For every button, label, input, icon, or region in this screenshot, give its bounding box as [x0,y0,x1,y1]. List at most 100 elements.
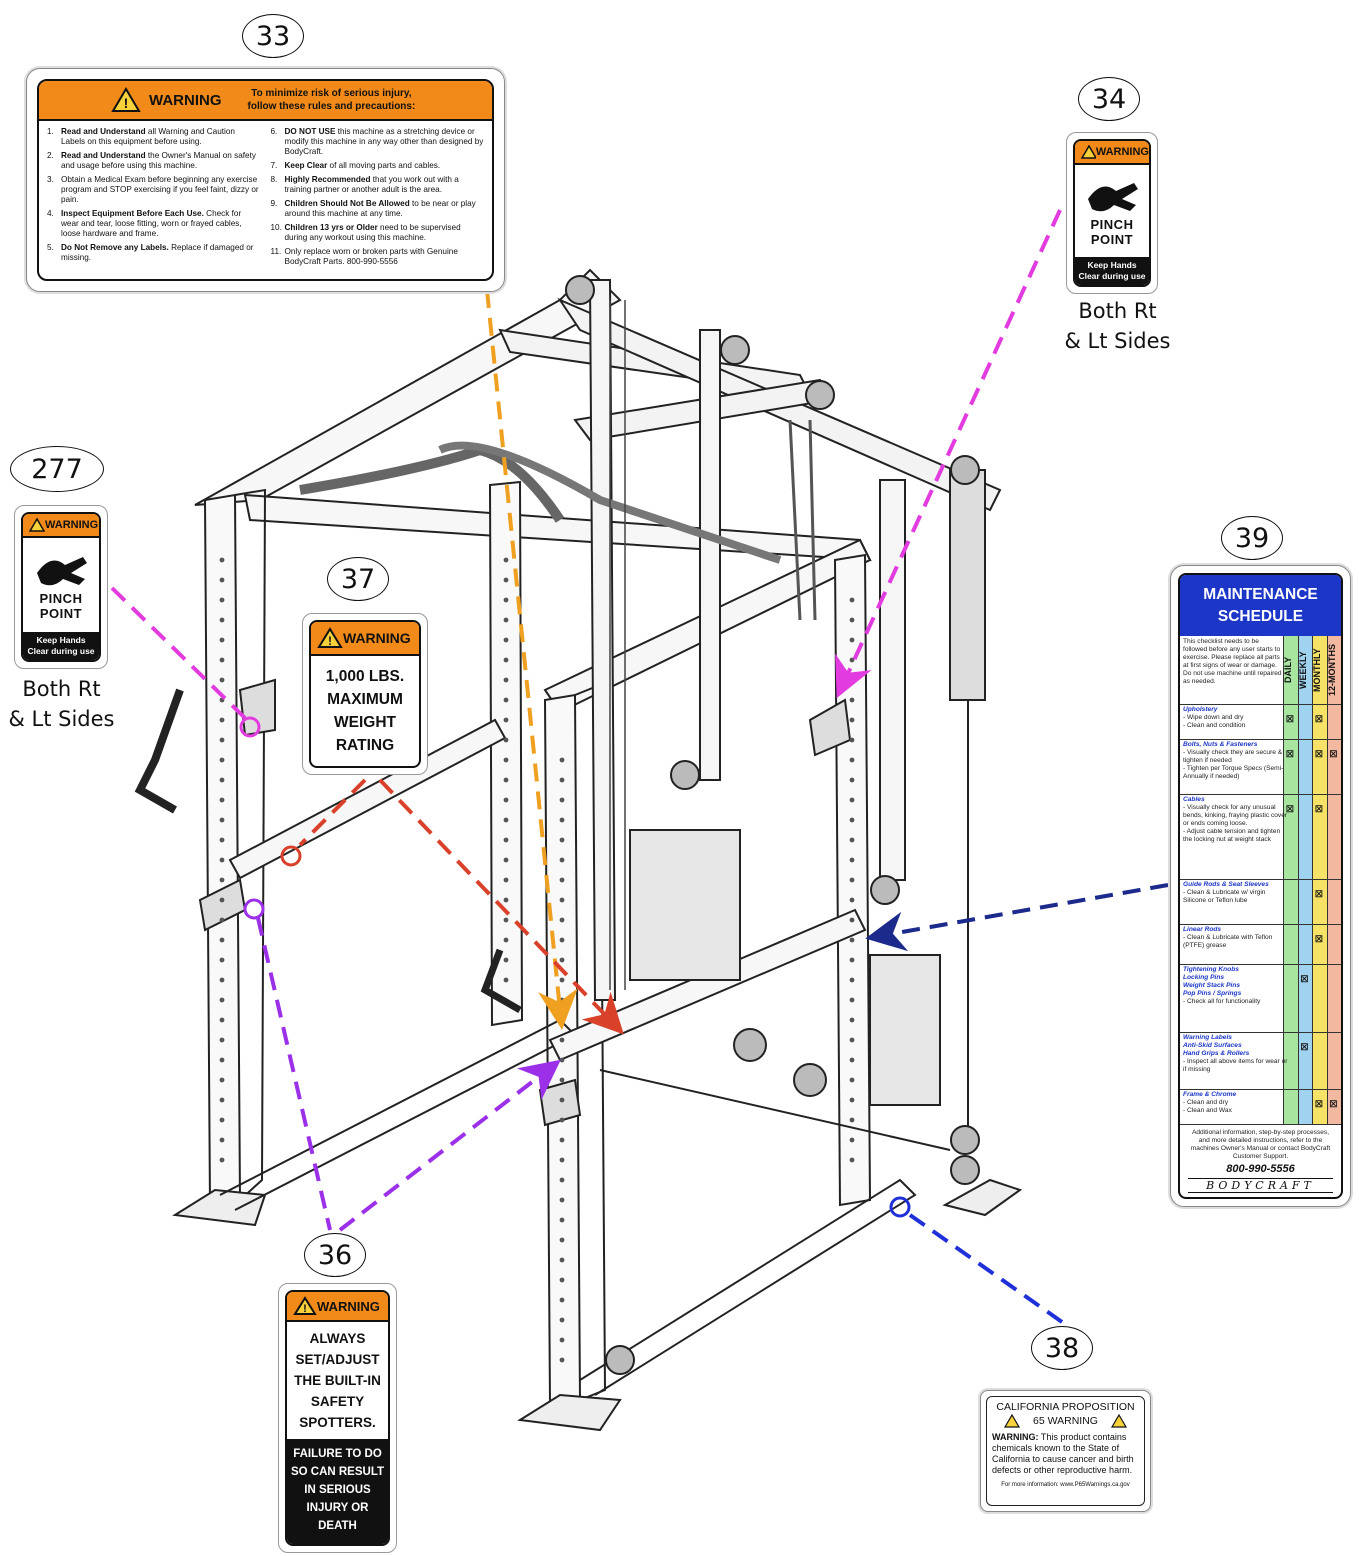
upright-hole [219,557,225,563]
arrow-277 [110,586,247,720]
upright-hole [503,717,509,723]
rule-item: 4.Inspect Equipment Before Each Use. Che… [47,209,242,238]
upright-hole [559,1097,565,1103]
upright-hole [559,1337,565,1343]
upright-hole [503,737,509,743]
upright-hole [219,1017,225,1023]
maintenance-section: Linear Rods- Clean & Lubricate with Tefl… [1183,926,1273,949]
upright-hole [559,877,565,883]
upright-hole [503,937,509,943]
arrow-36-a [256,917,332,1231]
upright-hole [503,877,509,883]
upright-hole [559,897,565,903]
maintenance-section: Upholstery- Wipe down and dry - Clean an… [1183,706,1246,729]
table-divider [1180,879,1341,880]
pinch-word-2: POINT [39,606,83,621]
upright-hole [559,1057,565,1063]
upright-hole [559,1017,565,1023]
upright-hole [849,1077,855,1083]
upright-hole [849,597,855,603]
schedule-checkmark-icon: ☒ [1314,749,1323,759]
label-37-header: ! WARNING [311,622,419,656]
upright-hole [503,957,509,963]
svg-text:!: ! [303,1303,307,1315]
upright-hole [503,977,509,983]
upright-hole [849,877,855,883]
upright-hole [849,817,855,823]
warning-triangle-icon [29,518,45,532]
arrow-36-b [338,1059,561,1232]
upright-hole [503,677,509,683]
table-divider [1180,1032,1341,1033]
upright-hole [219,577,225,583]
schedule-checkmark-icon: ☒ [1300,974,1309,984]
pinch-hand-icon [37,557,87,586]
upright-hole [219,757,225,763]
table-divider [1180,794,1341,795]
schedule-checkmark-icon: ☒ [1285,714,1294,724]
label-38-prop65: CALIFORNIA PROPOSITION 65 WARNING WARNIN… [980,1390,1151,1512]
upright-hole [559,1257,565,1263]
rule-item: 11.Only replace worn or broken parts wit… [270,247,458,266]
label-33-warning-word: WARNING [149,91,222,109]
target-277 [239,716,261,738]
maintenance-title: MAINTENANCE SCHEDULE [1180,575,1341,636]
label-33-header-text: To minimize risk of serious injury, foll… [247,88,416,112]
maintenance-section: Warning Labels Anti-Skid Surfaces Hand G… [1183,1034,1288,1073]
upright-hole [849,1097,855,1103]
upright-hole [559,1277,565,1283]
schedule-checkmark-icon: ☒ [1285,804,1294,814]
side-note-277: Both Rt& Lt Sides [8,677,115,731]
upright-hole [559,1217,565,1223]
callout-38: 38 [1031,1326,1093,1370]
upright-hole [559,1037,565,1043]
upright-hole [559,1357,565,1363]
upright-hole [849,857,855,863]
upright-hole [219,717,225,723]
upright-hole [559,1157,565,1163]
rule-item: 6.DO NOT USE this machine as a stretchin… [270,127,484,156]
upright-hole [559,757,565,763]
prop65-more-info: For more information: www.P65Warnings.ca… [1001,1482,1130,1488]
pinch-word-1: PINCH [1090,217,1134,232]
upright-hole [559,1297,565,1303]
upright-hole [219,977,225,983]
upright-hole [219,637,225,643]
callout-277: 277 [10,446,104,492]
upright-hole [503,757,509,763]
maintenance-phone: 800-990-5556 [1226,1163,1295,1175]
upright-hole [219,677,225,683]
callout-37: 37 [327,557,389,601]
label-39-maintenance-schedule: MAINTENANCE SCHEDULE DAILY WEEKLY MONTHL… [1170,565,1351,1207]
warning-triangle-icon [1111,1414,1127,1428]
prop65-text: WARNING: This product contains chemicals… [992,1432,1134,1475]
upright-hole [559,977,565,983]
schedule-checkmark-icon: ☒ [1314,1099,1323,1109]
upright-hole [559,857,565,863]
schedule-checkmark-icon: ☒ [1329,749,1338,759]
upright-hole [219,1117,225,1123]
upright-hole [849,617,855,623]
upright-hole [219,597,225,603]
upright-hole [503,617,509,623]
schedule-checkmark-icon: ☒ [1329,1099,1338,1109]
warning-triangle-icon: ! [317,627,343,648]
rule-item: 7.Keep Clear of all moving parts and cab… [270,161,441,170]
pinch-hand-icon [1088,183,1138,212]
upright-hole [219,657,225,663]
upright-hole [219,917,225,923]
upright-hole [219,1137,225,1143]
label-37-weight-rating: ! WARNING 1,000 LBS. MAXIMUM WEIGHT RATI… [302,613,428,775]
label-36-footer: FAILURE TO DO SO CAN RESULT IN SERIOUS I… [287,1439,388,1544]
rule-item: 10.Children 13 yrs or Older need to be s… [270,223,461,242]
maintenance-section: Tightening Knobs Locking Pins Weight Sta… [1183,966,1261,1005]
upright-hole [559,817,565,823]
maintenance-section: Bolts, Nuts & Fasteners- Visually check … [1183,741,1284,780]
pinch-warning-header: WARNING [1075,141,1149,165]
upright-hole [559,1317,565,1323]
callout-36: 36 [304,1233,366,1277]
upright-hole [849,957,855,963]
warning-triangle-icon [1004,1414,1020,1428]
callout-34: 34 [1078,77,1140,121]
